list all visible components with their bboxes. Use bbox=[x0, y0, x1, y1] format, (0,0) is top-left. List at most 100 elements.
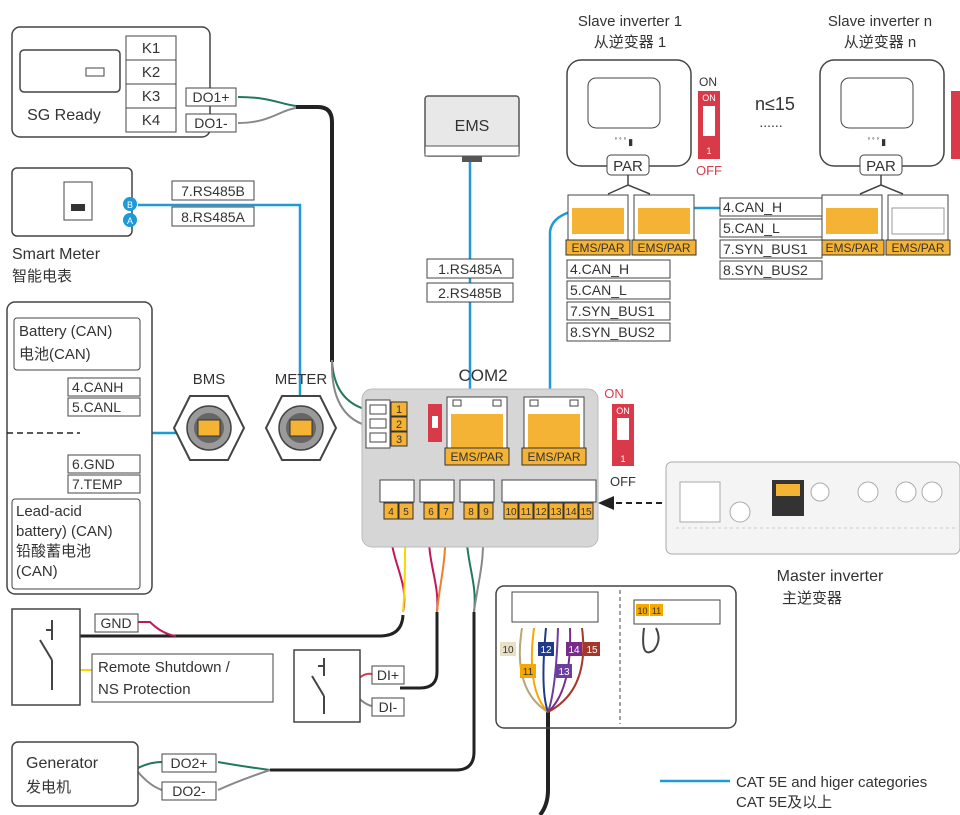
pin-2-label: 2 bbox=[396, 419, 402, 431]
com2-label: COM2 bbox=[458, 366, 507, 385]
lead-acid-line-3: (CAN) bbox=[16, 563, 58, 580]
di-switch-icon bbox=[311, 658, 325, 714]
do2-minus-label: DO2- bbox=[172, 783, 206, 799]
pin-5-box bbox=[398, 502, 414, 520]
di-minus-box bbox=[371, 697, 405, 717]
par-line-box bbox=[566, 259, 671, 279]
slave-n-ems-par-left: EMS/PAR bbox=[825, 241, 878, 255]
detail-right-pin-11-label: 11 bbox=[652, 606, 661, 616]
smart-meter-label-en: Smart Meter bbox=[12, 246, 101, 263]
pin-12-label: 12 bbox=[535, 507, 547, 518]
par-line-box bbox=[719, 239, 823, 259]
lead-acid-box bbox=[11, 498, 141, 590]
generator-group: Generator 发电机 DO2+ DO2- bbox=[11, 741, 217, 807]
do1-plus-wire bbox=[237, 96, 297, 107]
do2-plus-label: DO2+ bbox=[171, 755, 208, 771]
pin-5-label: 5 bbox=[403, 507, 409, 518]
generator-label-cn: 发电机 bbox=[26, 779, 71, 796]
pin-9-label: 9 bbox=[483, 507, 489, 518]
detail-wire-11 bbox=[530, 627, 549, 713]
pin-2-box bbox=[390, 416, 408, 432]
sg-ready-label: SG Ready bbox=[27, 107, 101, 124]
detail-pin-10-label: 10 bbox=[502, 645, 514, 656]
com2-ems-par-right: EMS/PAR bbox=[527, 450, 580, 464]
ems-rs485b-box bbox=[426, 282, 514, 303]
slave-n-title-en: Slave inverter n bbox=[828, 13, 932, 30]
battery-can-label-cn: 电池(CAN) bbox=[19, 346, 91, 363]
par-line-box bbox=[719, 197, 823, 217]
detail-pin-14-label: 14 bbox=[568, 645, 580, 656]
par-line-label: 8.SYN_BUS2 bbox=[723, 262, 808, 278]
detail-right-pin-10-box bbox=[636, 604, 649, 616]
detail-pin-15-label: 15 bbox=[586, 645, 598, 656]
com2-dip-off: OFF bbox=[610, 474, 636, 489]
di-minus-label: DI- bbox=[379, 699, 398, 715]
do2-join-2 bbox=[217, 769, 271, 791]
remote-line-2: NS Protection bbox=[98, 681, 191, 698]
temp-label: 7.TEMP bbox=[72, 476, 123, 492]
slave-1-title-cn: 从逆变器 1 bbox=[594, 34, 667, 51]
pin-14-label: 14 bbox=[565, 507, 577, 518]
par-line-label: 7.SYN_BUS1 bbox=[723, 241, 808, 257]
arrow-head-icon bbox=[598, 496, 614, 510]
detail-wire-12 bbox=[542, 627, 549, 713]
pin-9-box bbox=[478, 502, 494, 520]
relay-k1-label: K1 bbox=[142, 40, 160, 57]
slave-1-ems-par-left: EMS/PAR bbox=[571, 241, 624, 255]
detail-pin-13-label: 13 bbox=[558, 667, 570, 678]
lead-acid-line-1: Lead-acid bbox=[16, 503, 82, 520]
relay-k2-label: K2 bbox=[142, 64, 160, 81]
master-label-cn: 主逆变器 bbox=[782, 590, 842, 607]
detail-bundle bbox=[538, 712, 550, 815]
battery-group: Battery (CAN) 电池(CAN) 4.CANH 5.CANL 6.GN… bbox=[6, 301, 153, 595]
battery-can-box bbox=[13, 317, 141, 371]
bms-port-icon bbox=[197, 419, 221, 437]
slave-1-ems-par-right: EMS/PAR bbox=[637, 241, 690, 255]
slave-n-title-cn: 从逆变器 n bbox=[844, 34, 917, 51]
detail-wire-10 bbox=[518, 627, 549, 713]
com2-ems-par-left: EMS/PAR bbox=[450, 450, 503, 464]
meter-display-icon bbox=[63, 181, 93, 221]
pin-3-label: 3 bbox=[396, 434, 402, 446]
slave-n-dip-body bbox=[951, 91, 960, 159]
par-line-label: 4.CAN_H bbox=[723, 199, 782, 215]
canh-label: 4.CANH bbox=[72, 379, 123, 395]
detail-pin-14-box bbox=[566, 642, 582, 656]
detail-wire-14 bbox=[547, 627, 572, 713]
battery-can-label: Battery (CAN) bbox=[19, 323, 112, 340]
do1-plus-label: DO1+ bbox=[193, 89, 230, 105]
pin-10-box bbox=[503, 502, 519, 520]
detail-wire-13 bbox=[547, 627, 559, 713]
canl-label: 5.CANL bbox=[72, 399, 121, 415]
relay-k3-box bbox=[125, 83, 177, 109]
master-label-en: Master inverter bbox=[777, 568, 884, 585]
parallel-limit-label: n≤15 bbox=[755, 94, 795, 114]
bms-label: BMS bbox=[193, 371, 226, 388]
smart-meter-group: B A 7.RS485B 8.RS485A Smart Meter 智能电表 bbox=[11, 167, 255, 285]
detail-pin-15-box bbox=[584, 642, 600, 656]
pin-11-label: 11 bbox=[521, 507, 532, 518]
gnd-box bbox=[67, 454, 141, 474]
pin-4-box bbox=[383, 502, 399, 520]
legend: CAT 5E and higer categories CAT 5E及以上 bbox=[660, 774, 927, 811]
gnd-label: 6.GND bbox=[72, 456, 115, 472]
slave-1-dip-one: 1 bbox=[706, 146, 711, 156]
slave-n-par-label: PAR bbox=[866, 158, 896, 175]
sg-ready-group: SG Ready K1 K2 K3 K4 DO1+ DO1- bbox=[11, 26, 237, 138]
detail-pin-12-box bbox=[538, 642, 554, 656]
rs485a-label: 8.RS485A bbox=[181, 209, 245, 225]
generator-box bbox=[11, 741, 139, 807]
detail-pin-11-label: 11 bbox=[523, 667, 534, 678]
remote-gnd-wire bbox=[50, 614, 405, 638]
pin-1-box bbox=[390, 401, 408, 417]
slave-1-group: Slave inverter 1 从逆变器 1 ﾟﾟﾟ▮ PAR bbox=[566, 13, 692, 195]
generator-label-en: Generator bbox=[26, 755, 99, 772]
slave-1-dip-on-top: ON bbox=[699, 75, 717, 89]
port-b-icon bbox=[123, 197, 137, 211]
do1-minus-box bbox=[185, 113, 237, 133]
do2-join bbox=[217, 761, 271, 771]
detail-pin-11-box bbox=[520, 664, 536, 678]
